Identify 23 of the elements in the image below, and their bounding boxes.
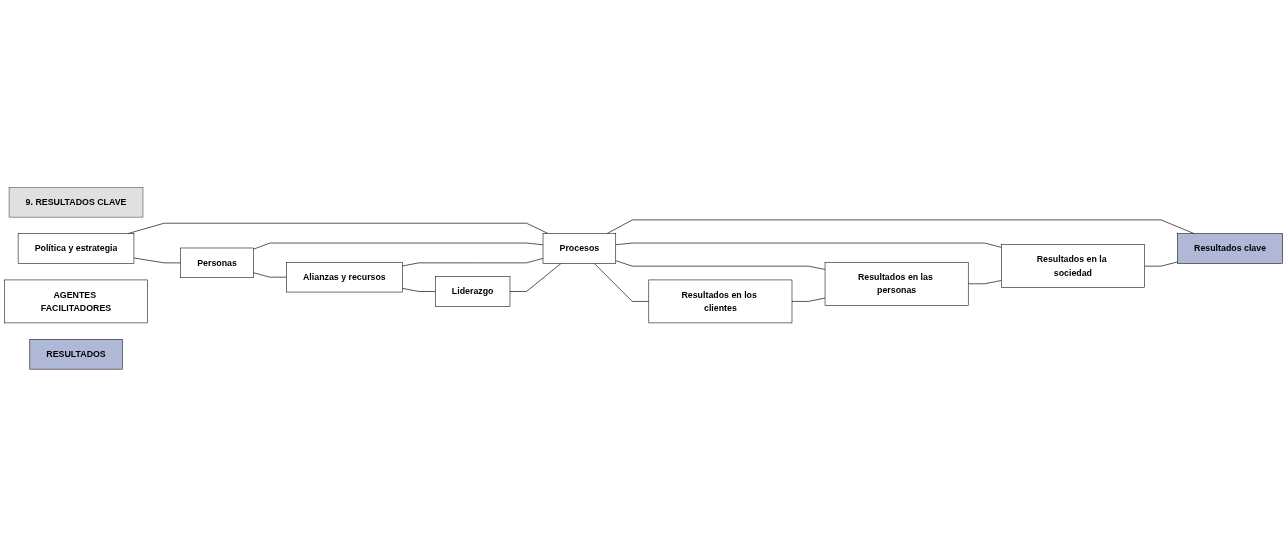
- node-box: Alianzas y recursos: [286, 262, 403, 293]
- connector: [791, 298, 826, 302]
- node-box: Procesos: [542, 233, 617, 264]
- node-box: Liderazgo: [435, 276, 511, 307]
- connector: [509, 263, 562, 293]
- node-box: Resultados en los clientes: [648, 279, 793, 324]
- connector: [615, 242, 1002, 248]
- connector: [401, 258, 544, 267]
- node-box: Resultados en la sociedad: [1001, 244, 1145, 289]
- node-box: AGENTES FACILITADORES: [4, 279, 148, 324]
- connector: [615, 260, 826, 270]
- node-box: 9. RESULTADOS CLAVE: [8, 187, 144, 218]
- connector: [133, 257, 181, 264]
- connector: [253, 272, 287, 278]
- connector: [253, 242, 544, 250]
- node-box: RESULTADOS: [29, 339, 123, 370]
- node-box: Resultados en las personas: [824, 262, 969, 306]
- node-box: Resultados clave: [1177, 233, 1283, 264]
- connector: [401, 288, 436, 293]
- connector: [1144, 261, 1178, 267]
- node-box: Personas: [180, 247, 254, 279]
- node-box: Política y estrategia: [17, 233, 135, 264]
- connector: [593, 263, 650, 302]
